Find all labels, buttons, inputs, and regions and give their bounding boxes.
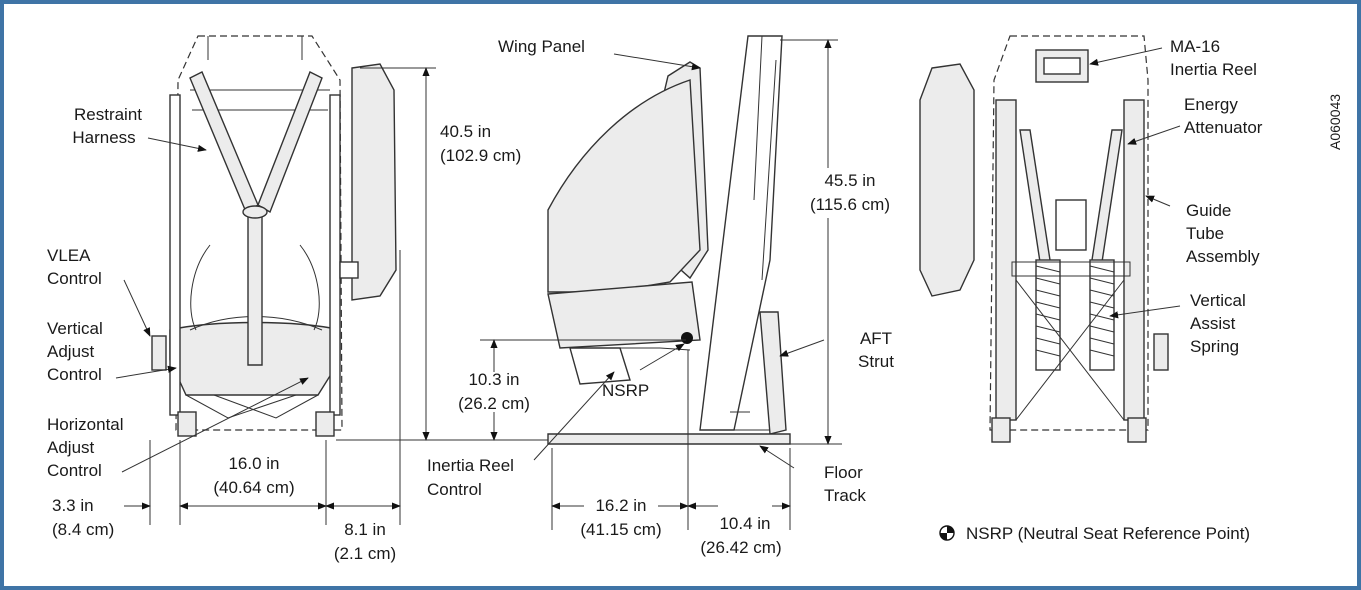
dim-height-in: 40.5 in [440,122,491,141]
legend-nsrp-text: NSRP (Neutral Seat Reference Point) [966,524,1250,543]
dim-nsrp-height-in: 10.3 in [468,370,519,389]
label-inertia-reel-control-1: Inertia Reel [427,456,514,475]
label-energy-attenuator-1: Energy [1184,95,1238,114]
back-attenuator-left [1019,129,1051,263]
label-inertia-reel-control-2: Control [427,480,482,499]
label-vertical-assist-3: Spring [1190,337,1239,356]
label-restraint-harness-1: Restraint [74,105,142,124]
front-harness-center [247,214,263,366]
dim-aft-length-cm: (26.42 cm) [700,538,781,557]
back-spring-right [1089,259,1115,371]
back-spring-left [1035,259,1061,371]
front-harness-left [189,71,259,214]
side-floor-track [547,433,791,445]
label-horizontal-adjust-3: Control [47,461,102,480]
dim-width-cm: (40.64 cm) [213,478,294,497]
figure-code: A060043 [1327,94,1343,150]
back-guide-tube-left [995,99,1017,421]
front-wing-panel [351,63,397,301]
front-seat-outline [175,35,343,431]
side-seat-back [547,79,701,293]
dim-total-height-in: 45.5 in [824,171,875,190]
label-energy-attenuator-2: Attenuator [1184,118,1263,137]
front-right-foot [315,411,335,437]
label-ma16-2: Inertia Reel [1170,60,1257,79]
front-left-rail [169,94,181,416]
front-left-foot [177,411,197,437]
nsrp-symbol-icon [939,525,955,541]
label-wing-panel: Wing Panel [498,37,585,56]
label-nsrp: NSRP [602,381,649,400]
label-floor-track-2: Track [824,486,866,505]
label-vertical-adjust-2: Adjust [47,342,95,361]
dim-aft-length-in: 10.4 in [719,514,770,533]
dim-total-height-cm: (115.6 cm) [810,195,890,214]
side-nsrp-marker [681,332,693,344]
label-guide-tube-1: Guide [1186,201,1231,220]
label-floor-track-1: Floor [824,463,863,482]
front-vlea-knob [151,335,167,371]
front-harness-buckle [242,205,268,219]
dim-fwd-length-cm: (41.15 cm) [580,520,661,539]
side-view: Wing Panel NSRP AFT Strut Inertia Reel C… [427,35,894,557]
back-wing-panel [919,63,975,297]
label-restraint-harness-2: Harness [72,128,135,147]
dim-fwd-length-in: 16.2 in [595,496,646,515]
label-vertical-adjust-1: Vertical [47,319,103,338]
dim-width-in: 16.0 in [228,454,279,473]
label-guide-tube-3: Assembly [1186,247,1260,266]
front-harness-right [257,71,323,214]
back-attenuator-right [1091,129,1123,263]
side-back-frame [699,35,783,431]
legend: NSRP (Neutral Seat Reference Point) [939,524,1250,543]
back-guide-tube-right [1123,99,1145,421]
label-guide-tube-2: Tube [1186,224,1224,243]
label-vlea-control-2: Control [47,269,102,288]
dim-left-offset-cm: (8.4 cm) [52,520,114,539]
label-vertical-assist-1: Vertical [1190,291,1246,310]
side-aft-strut [759,311,787,435]
label-aft-strut-2: Strut [858,352,894,371]
label-horizontal-adjust-2: Adjust [47,438,95,457]
label-horizontal-adjust-1: Horizontal [47,415,124,434]
side-seat-pan [547,281,701,349]
dim-height-cm: (102.9 cm) [440,146,521,165]
dim-right-offset-cm: (2.1 cm) [334,544,396,563]
back-seat-outline [989,35,1149,431]
dim-nsrp-height-cm: (26.2 cm) [458,394,530,413]
front-view: Restraint Harness VLEA Control Vertical … [47,35,690,563]
label-vlea-control-1: VLEA [47,246,91,265]
front-right-rail [329,94,341,416]
dim-right-offset-in: 8.1 in [344,520,386,539]
back-view: MA-16 Inertia Reel Energy Attenuator Gui… [919,35,1343,443]
label-vertical-adjust-3: Control [47,365,102,384]
dim-left-offset-in: 3.3 in [52,496,94,515]
label-vertical-assist-2: Assist [1190,314,1236,333]
label-aft-strut-1: AFT [860,329,892,348]
label-ma16-1: MA-16 [1170,37,1220,56]
